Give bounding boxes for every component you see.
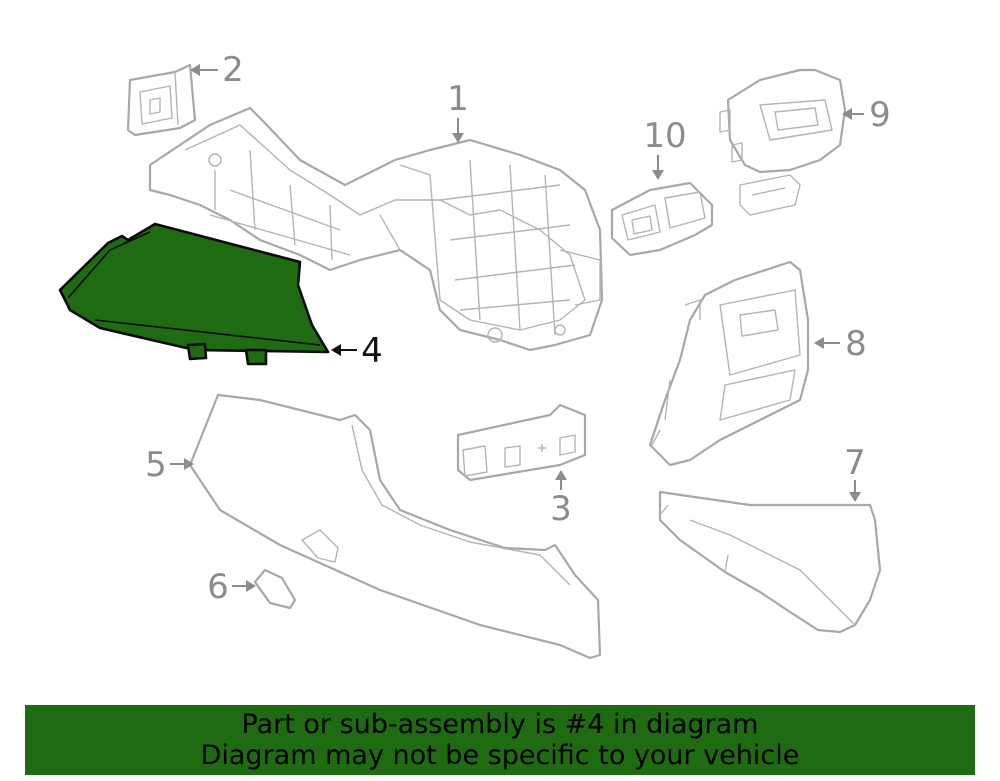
part-6-cap[interactable] — [253, 568, 297, 610]
banner-line-2: Diagram may not be specific to your vehi… — [200, 740, 800, 771]
part-8-rear-bezel[interactable] — [648, 260, 810, 467]
callout-7-label: 7 — [844, 443, 866, 483]
part-5-console-side-panel[interactable] — [188, 393, 602, 660]
part-2-bracket[interactable] — [126, 63, 197, 137]
part-9-bezel[interactable] — [719, 68, 847, 216]
callout-10: 10 — [643, 116, 687, 180]
part-3-switch-panel[interactable] — [456, 403, 587, 482]
callout-5: 5 — [145, 445, 194, 485]
callout-5-label: 5 — [145, 445, 167, 485]
callout-3: 3 — [550, 470, 572, 529]
callout-3-label: 3 — [550, 489, 572, 529]
callout-8: 8 — [814, 324, 867, 364]
callout-4-label: 4 — [361, 331, 383, 371]
callout-9-label: 9 — [869, 95, 891, 135]
info-banner: Part or sub-assembly is #4 in diagram Di… — [25, 705, 975, 775]
callout-1: 1 — [447, 79, 469, 143]
callout-6: 6 — [207, 567, 256, 607]
callout-1-label: 1 — [447, 79, 469, 119]
callout-10-label: 10 — [643, 116, 686, 156]
callout-2-label: 2 — [222, 50, 244, 90]
parts-diagram: 1 2 3 4 5 6 7 8 9 10 — [58, 50, 891, 660]
part-4-side-panel-highlighted[interactable] — [58, 222, 330, 366]
callout-4: 4 — [331, 331, 383, 371]
callout-8-label: 8 — [845, 324, 867, 364]
callout-6-label: 6 — [207, 567, 229, 607]
part-1-console-frame[interactable] — [148, 106, 604, 352]
callout-9: 9 — [842, 95, 891, 135]
banner-line-1: Part or sub-assembly is #4 in diagram — [241, 709, 759, 740]
callout-7: 7 — [844, 443, 866, 502]
part-7-side-trim[interactable] — [658, 490, 882, 634]
part-10-switch[interactable] — [610, 181, 714, 257]
callout-2: 2 — [190, 50, 244, 90]
